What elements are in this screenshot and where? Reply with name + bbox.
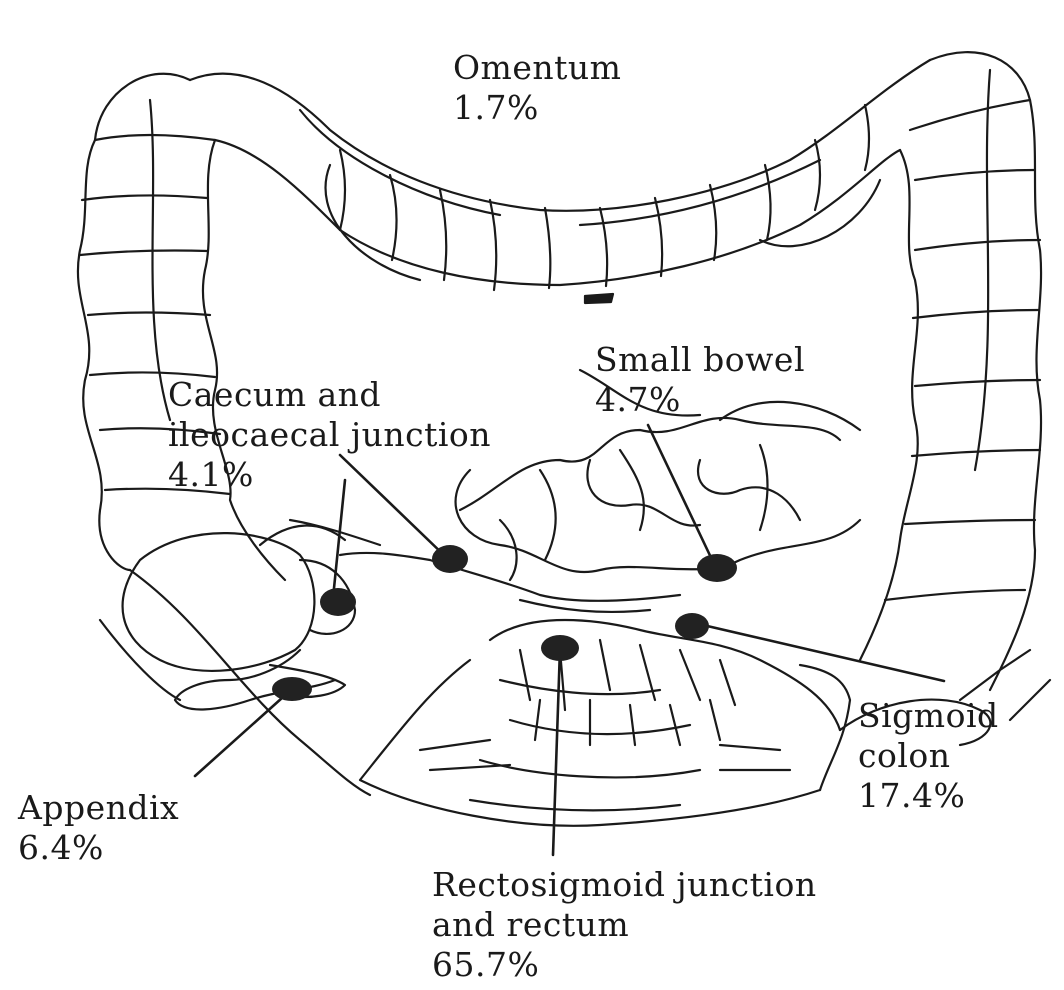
label-small-bowel-value: 4.7% bbox=[595, 380, 805, 420]
label-caecum-line1: Caecum and bbox=[168, 375, 491, 415]
label-small-bowel: Small bowel 4.7% bbox=[595, 340, 805, 420]
peritoneal-line bbox=[100, 620, 180, 700]
marker-ileocaecal bbox=[432, 545, 468, 573]
label-omentum: Omentum 1.7% bbox=[453, 48, 621, 128]
descending-colon bbox=[860, 52, 1041, 690]
label-caecum-line2: ileocaecal junction bbox=[168, 415, 491, 455]
caecum bbox=[123, 526, 355, 671]
label-sigmoid: Sigmoid colon 17.4% bbox=[858, 696, 999, 816]
ascending-colon bbox=[78, 74, 285, 580]
label-omentum-name: Omentum bbox=[453, 48, 621, 88]
label-sigmoid-value: 17.4% bbox=[858, 776, 999, 816]
label-small-bowel-name: Small bowel bbox=[595, 340, 805, 380]
label-caecum-value: 4.1% bbox=[168, 455, 491, 495]
marker-appendix bbox=[272, 677, 312, 701]
dark-spot-mark bbox=[585, 294, 613, 303]
label-appendix-name: Appendix bbox=[18, 788, 179, 828]
label-sigmoid-line2: colon bbox=[858, 736, 999, 776]
leader-small-bowel bbox=[648, 425, 715, 566]
label-rectosigmoid-line2: and rectum bbox=[432, 905, 817, 945]
label-rectosigmoid-line1: Rectosigmoid junction bbox=[432, 865, 817, 905]
label-rectosigmoid-value: 65.7% bbox=[432, 945, 817, 985]
leader-rectosigmoid bbox=[553, 648, 560, 855]
label-appendix: Appendix 6.4% bbox=[18, 788, 179, 868]
marker-small-bowel bbox=[697, 554, 737, 582]
label-caecum: Caecum and ileocaecal junction 4.1% bbox=[168, 375, 491, 495]
leader-sigmoid bbox=[690, 622, 944, 681]
label-sigmoid-line1: Sigmoid bbox=[858, 696, 999, 736]
marker-caecum bbox=[320, 588, 356, 616]
label-rectosigmoid: Rectosigmoid junction and rectum 65.7% bbox=[432, 865, 817, 985]
marker-sigmoid bbox=[675, 613, 709, 639]
label-omentum-value: 1.7% bbox=[453, 88, 621, 128]
marker-rectosigmoid bbox=[541, 635, 579, 661]
label-appendix-value: 6.4% bbox=[18, 828, 179, 868]
